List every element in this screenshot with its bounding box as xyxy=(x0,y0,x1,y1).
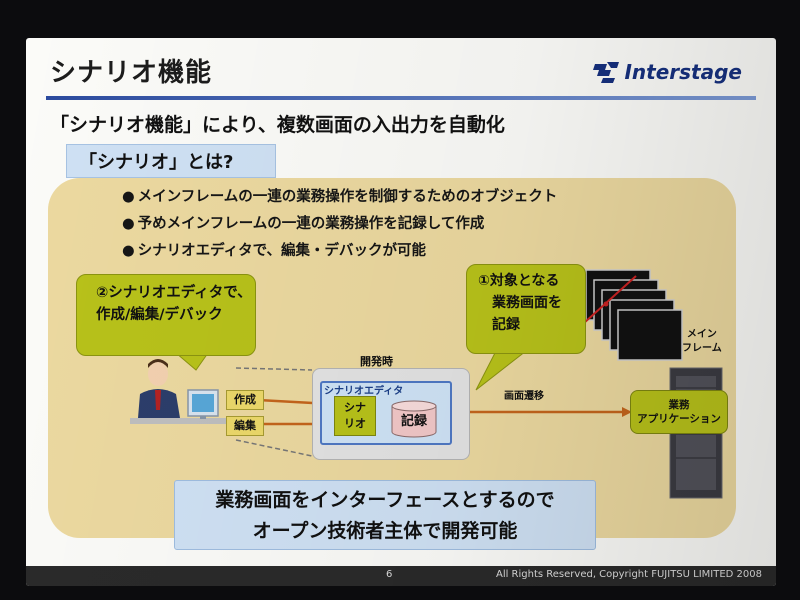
application-label: アプリケーション xyxy=(637,413,721,425)
editor-callout xyxy=(76,274,256,356)
scenario-box: シナ リオ xyxy=(334,396,376,436)
application-label: 業務 xyxy=(668,399,690,411)
person-hair xyxy=(148,359,168,368)
summary-line: オープン技術者主体で開発可能 xyxy=(252,520,518,542)
slide-footer: 6 All Rights Reserved, Copyright FUJITSU… xyxy=(26,566,776,586)
bullet-item: メインフレームの一連の業務操作を制御するためのオブジェクト xyxy=(122,184,558,211)
mainframe-label-line: メイン xyxy=(686,329,717,340)
slide: シナリオ機能 Interstage 「シナリオ機能」により、複数画面の入出力を自… xyxy=(26,38,776,586)
monitor-screen xyxy=(192,394,214,412)
mainframe-label-line: フレーム xyxy=(682,343,722,354)
interstage-logo-icon xyxy=(593,62,620,83)
editor-callout-text: ②シナリオエディタで、 作成/編集/デバック xyxy=(96,282,266,326)
arrow-head xyxy=(622,407,632,417)
business-screens-stack xyxy=(571,269,683,361)
business-application-box: 業務 アプリケーション xyxy=(630,390,728,434)
slide-title: シナリオ機能 xyxy=(50,58,213,88)
copyright-text: All Rights Reserved, Copyright FUJITSU L… xyxy=(495,569,762,580)
record-callout-text: ①対象となる 業務画面を 記録 xyxy=(478,270,586,336)
edit-label: 編集 xyxy=(226,416,264,436)
summary-box: 業務画面をインターフェースとするので オープン技術者主体で開発可能 xyxy=(174,480,596,550)
bullet-list: メインフレームの一連の業務操作を制御するためのオブジェクト 予めメインフレームの… xyxy=(122,184,558,265)
record-label: 記録 xyxy=(400,414,427,429)
summary-line: 業務画面をインターフェースとするので xyxy=(215,489,555,511)
mainframe-label: メイン フレーム xyxy=(682,328,722,356)
scenario-label: シナ xyxy=(344,401,366,414)
scenario-definition-tag: 「シナリオ」とは? xyxy=(66,144,276,178)
page-number: 6 xyxy=(386,569,393,580)
record-database-icon xyxy=(391,400,437,438)
person-head xyxy=(148,362,168,386)
scenario-label: リオ xyxy=(344,417,366,430)
record-callout-line: ①対象となる xyxy=(478,273,560,289)
brand-logo: Interstage xyxy=(593,60,742,84)
slide-subtitle: 「シナリオ機能」により、複数画面の入出力を自動化 xyxy=(50,114,505,136)
record-callout xyxy=(466,264,586,354)
perspective-line xyxy=(235,439,313,457)
developer-figure xyxy=(130,359,226,424)
perspective-line xyxy=(235,367,313,371)
record-callout-line: 業務画面を xyxy=(492,295,562,311)
bullet-item: 予めメインフレームの一連の業務操作を記録して作成 xyxy=(122,211,557,238)
person-tie xyxy=(155,390,161,410)
desk xyxy=(130,418,226,424)
monitor-stand xyxy=(200,416,206,419)
scenario-definition-text: 「シナリオ」とは? xyxy=(79,152,234,173)
bullet-item: シナリオエディタで、編集・デバックが可能 xyxy=(122,238,557,265)
editor-callout-line: ②シナリオエディタで、 xyxy=(96,285,252,301)
editor-callout-line: 作成/編集/デバック xyxy=(96,307,223,323)
create-label: 作成 xyxy=(226,390,264,410)
title-rule xyxy=(46,96,756,100)
development-time-label: 開発時 xyxy=(360,355,393,368)
screen-transition-label: 画面遷移 xyxy=(504,391,544,402)
brand-name: Interstage xyxy=(624,60,742,84)
scenario-editor-label: シナリオエディタ xyxy=(324,386,404,397)
trace-point xyxy=(603,301,609,307)
callout-tail xyxy=(475,350,528,391)
screen-card xyxy=(617,309,683,361)
record-callout-line: 記録 xyxy=(492,317,520,333)
